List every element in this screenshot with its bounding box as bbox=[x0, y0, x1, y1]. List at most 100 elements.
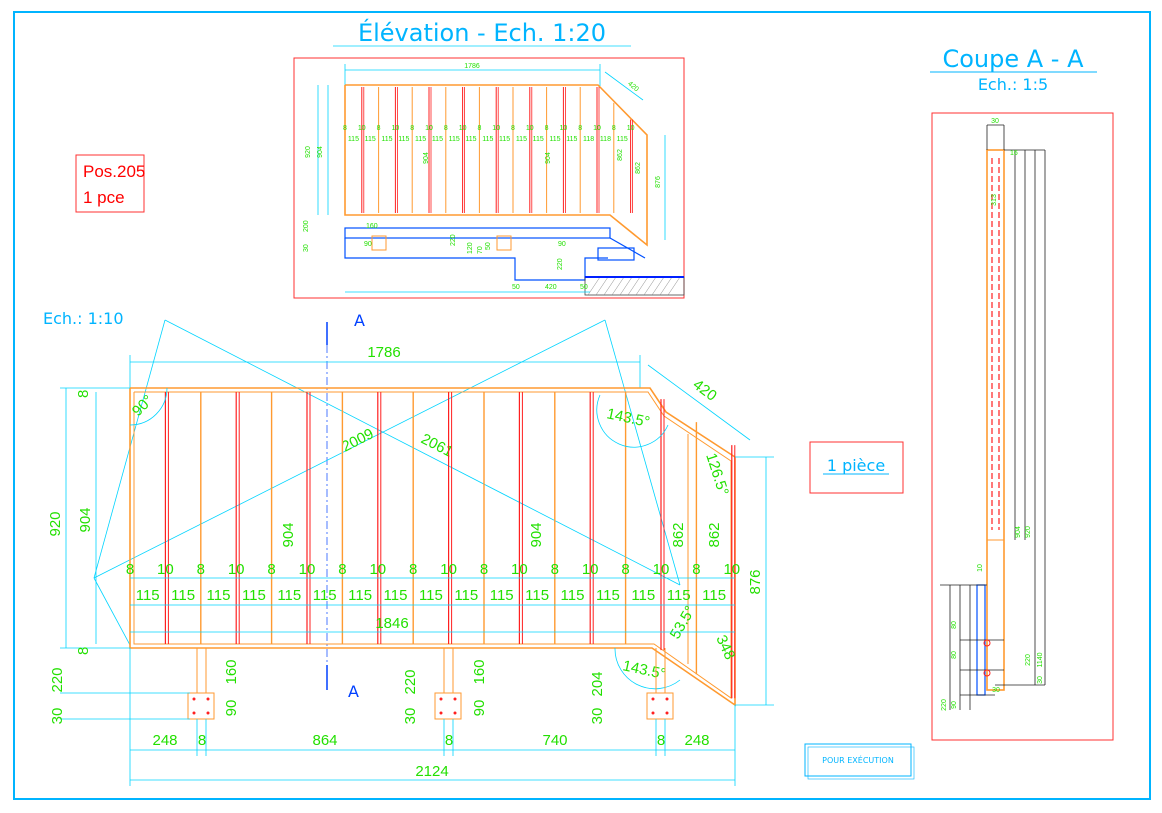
plan-gap-label: 115 bbox=[702, 587, 726, 604]
plan-dim-220b: 220 bbox=[402, 669, 419, 694]
plan-gap-label: 115 bbox=[490, 587, 514, 604]
plan-dim-248b: 248 bbox=[684, 732, 709, 749]
sec-dim-904: 904 bbox=[1015, 526, 1022, 538]
elev-flat-label: 10 bbox=[425, 125, 433, 132]
elev-flat-label: 8 bbox=[612, 125, 616, 132]
pos-label: Pos.205 bbox=[83, 162, 145, 181]
elev-flat-label: 10 bbox=[526, 125, 534, 132]
plan-flat-label: 10 bbox=[299, 561, 316, 578]
elev-gap-label: 115 bbox=[465, 136, 476, 143]
elev-gap-label: 115 bbox=[381, 136, 392, 143]
elev-dim-200: 200 bbox=[303, 220, 310, 232]
elevation-frame-box bbox=[293, 57, 685, 299]
plan-dim-248a: 248 bbox=[152, 732, 177, 749]
plan-diag-2009: 2009 bbox=[339, 425, 376, 455]
plan-gap-label: 115 bbox=[313, 587, 337, 604]
elev-gap-label: 115 bbox=[415, 136, 426, 143]
elev-flat-label: 8 bbox=[410, 125, 414, 132]
elev-dim-90b: 90 bbox=[558, 241, 566, 248]
elev-gap-label: 118 bbox=[583, 136, 594, 143]
sec-dim-80b: 80 bbox=[951, 651, 958, 659]
elevation-flat-labels: 8115101158115101158115101158115101158115… bbox=[343, 125, 635, 143]
plan-gap-label: 115 bbox=[419, 587, 443, 604]
plan-dim-862a: 862 bbox=[670, 522, 687, 547]
elev-dim-slant: 420 bbox=[626, 80, 640, 93]
plan-flat-label: 10 bbox=[653, 561, 670, 578]
elev-dim-904: 904 bbox=[317, 146, 324, 158]
elev-flat-label: 8 bbox=[477, 125, 481, 132]
sec-dim-30c: 30 bbox=[992, 687, 1000, 694]
stamp-label: POUR EXÉCUTION bbox=[822, 754, 894, 765]
elev-flat-label: 10 bbox=[392, 125, 400, 132]
elev-dim-30: 30 bbox=[303, 244, 310, 252]
section-title: Coupe A - A bbox=[942, 45, 1084, 73]
sec-dim-1140: 1140 bbox=[1037, 652, 1044, 667]
sec-dim-16: 16 bbox=[1010, 150, 1018, 157]
elev-gap-label: 115 bbox=[348, 136, 359, 143]
elev-gap-label: 118 bbox=[600, 136, 611, 143]
elevation-title: Élévation - Ech. 1:20 bbox=[358, 18, 606, 47]
plan-dim-1786: 1786 bbox=[367, 344, 400, 361]
elev-gap-label: 115 bbox=[432, 136, 443, 143]
plan-flat-row: 8115101158115101158115101158115101158115… bbox=[126, 561, 740, 606]
elev-ground bbox=[584, 276, 685, 296]
elev-dim-top: 1786 bbox=[464, 63, 480, 70]
plan-dim-160b: 160 bbox=[471, 659, 488, 684]
plan-gap-label: 115 bbox=[454, 587, 478, 604]
elev-gap-label: 115 bbox=[516, 136, 527, 143]
section-mark-bottom: A bbox=[348, 682, 359, 701]
plan-flat-label: 8 bbox=[480, 561, 488, 578]
plan-dim-204: 204 bbox=[589, 671, 606, 696]
sec-dim-30: 30 bbox=[991, 118, 999, 125]
plan-bars bbox=[164, 392, 736, 699]
plan-dim-30: 30 bbox=[49, 708, 66, 725]
plan-flat-label: 8 bbox=[621, 561, 629, 578]
sec-dim-920: 920 bbox=[1025, 526, 1032, 538]
plan-flat-label: 10 bbox=[228, 561, 245, 578]
plan-gap-label: 115 bbox=[667, 587, 691, 604]
plan-angle-53: 53.5° bbox=[667, 603, 699, 642]
plan-gap-label: 115 bbox=[171, 587, 195, 604]
plan-flat-label: 10 bbox=[157, 561, 174, 578]
elev-dim-90: 90 bbox=[364, 241, 372, 248]
sec-dim-220b: 220 bbox=[941, 699, 948, 711]
elev-gap-label: 115 bbox=[566, 136, 577, 143]
plan-flat-label: 8 bbox=[409, 561, 417, 578]
plan-dim-862b: 862 bbox=[706, 522, 723, 547]
elev-dim-220: 220 bbox=[450, 234, 457, 246]
elev-dim-876: 876 bbox=[655, 176, 662, 188]
elev-flat-label: 10 bbox=[560, 125, 568, 132]
sec-dim-220: 220 bbox=[1025, 654, 1032, 666]
plan-flat-label: 10 bbox=[582, 561, 599, 578]
section-view: Coupe A - A Ech.: 1:5 30 16 313 904 920 … bbox=[930, 45, 1114, 741]
plan-flat-label: 8 bbox=[267, 561, 275, 578]
elev-flat-label: 10 bbox=[358, 125, 366, 132]
elev-gap-label: 115 bbox=[499, 136, 510, 143]
sec-dim-80: 80 bbox=[951, 621, 958, 629]
elev-dim-862b: 862 bbox=[635, 162, 642, 174]
plan-dim-90b: 90 bbox=[471, 700, 488, 717]
plan-flat-label: 10 bbox=[369, 561, 386, 578]
sec-dim-313: 313 bbox=[991, 194, 998, 206]
plan-gap-label: 115 bbox=[348, 587, 372, 604]
elev-flat-label: 8 bbox=[578, 125, 582, 132]
plan-dim-220: 220 bbox=[49, 667, 66, 692]
elev-dim-120: 120 bbox=[467, 242, 474, 254]
sheet-border bbox=[13, 11, 1151, 800]
plan-scale: Ech.: 1:10 bbox=[43, 309, 124, 328]
plan-dim-8c: 8 bbox=[198, 732, 206, 749]
elev-flat-label: 10 bbox=[459, 125, 467, 132]
elev-dim-70: 70 bbox=[477, 246, 484, 254]
post-right bbox=[646, 648, 674, 720]
plan-flat-label: 8 bbox=[126, 561, 134, 578]
sec-dim-30b: 30 bbox=[1037, 676, 1044, 684]
plan-flat-label: 8 bbox=[551, 561, 559, 578]
elev-gap-label: 115 bbox=[617, 136, 628, 143]
plan-inner-904a: 904 bbox=[280, 522, 297, 547]
elev-dim-50b: 50 bbox=[512, 284, 520, 291]
plan-flat-label: 10 bbox=[440, 561, 457, 578]
pos-box bbox=[75, 154, 145, 213]
elevation-bars bbox=[361, 87, 633, 213]
plan-dim-920: 920 bbox=[47, 511, 64, 536]
